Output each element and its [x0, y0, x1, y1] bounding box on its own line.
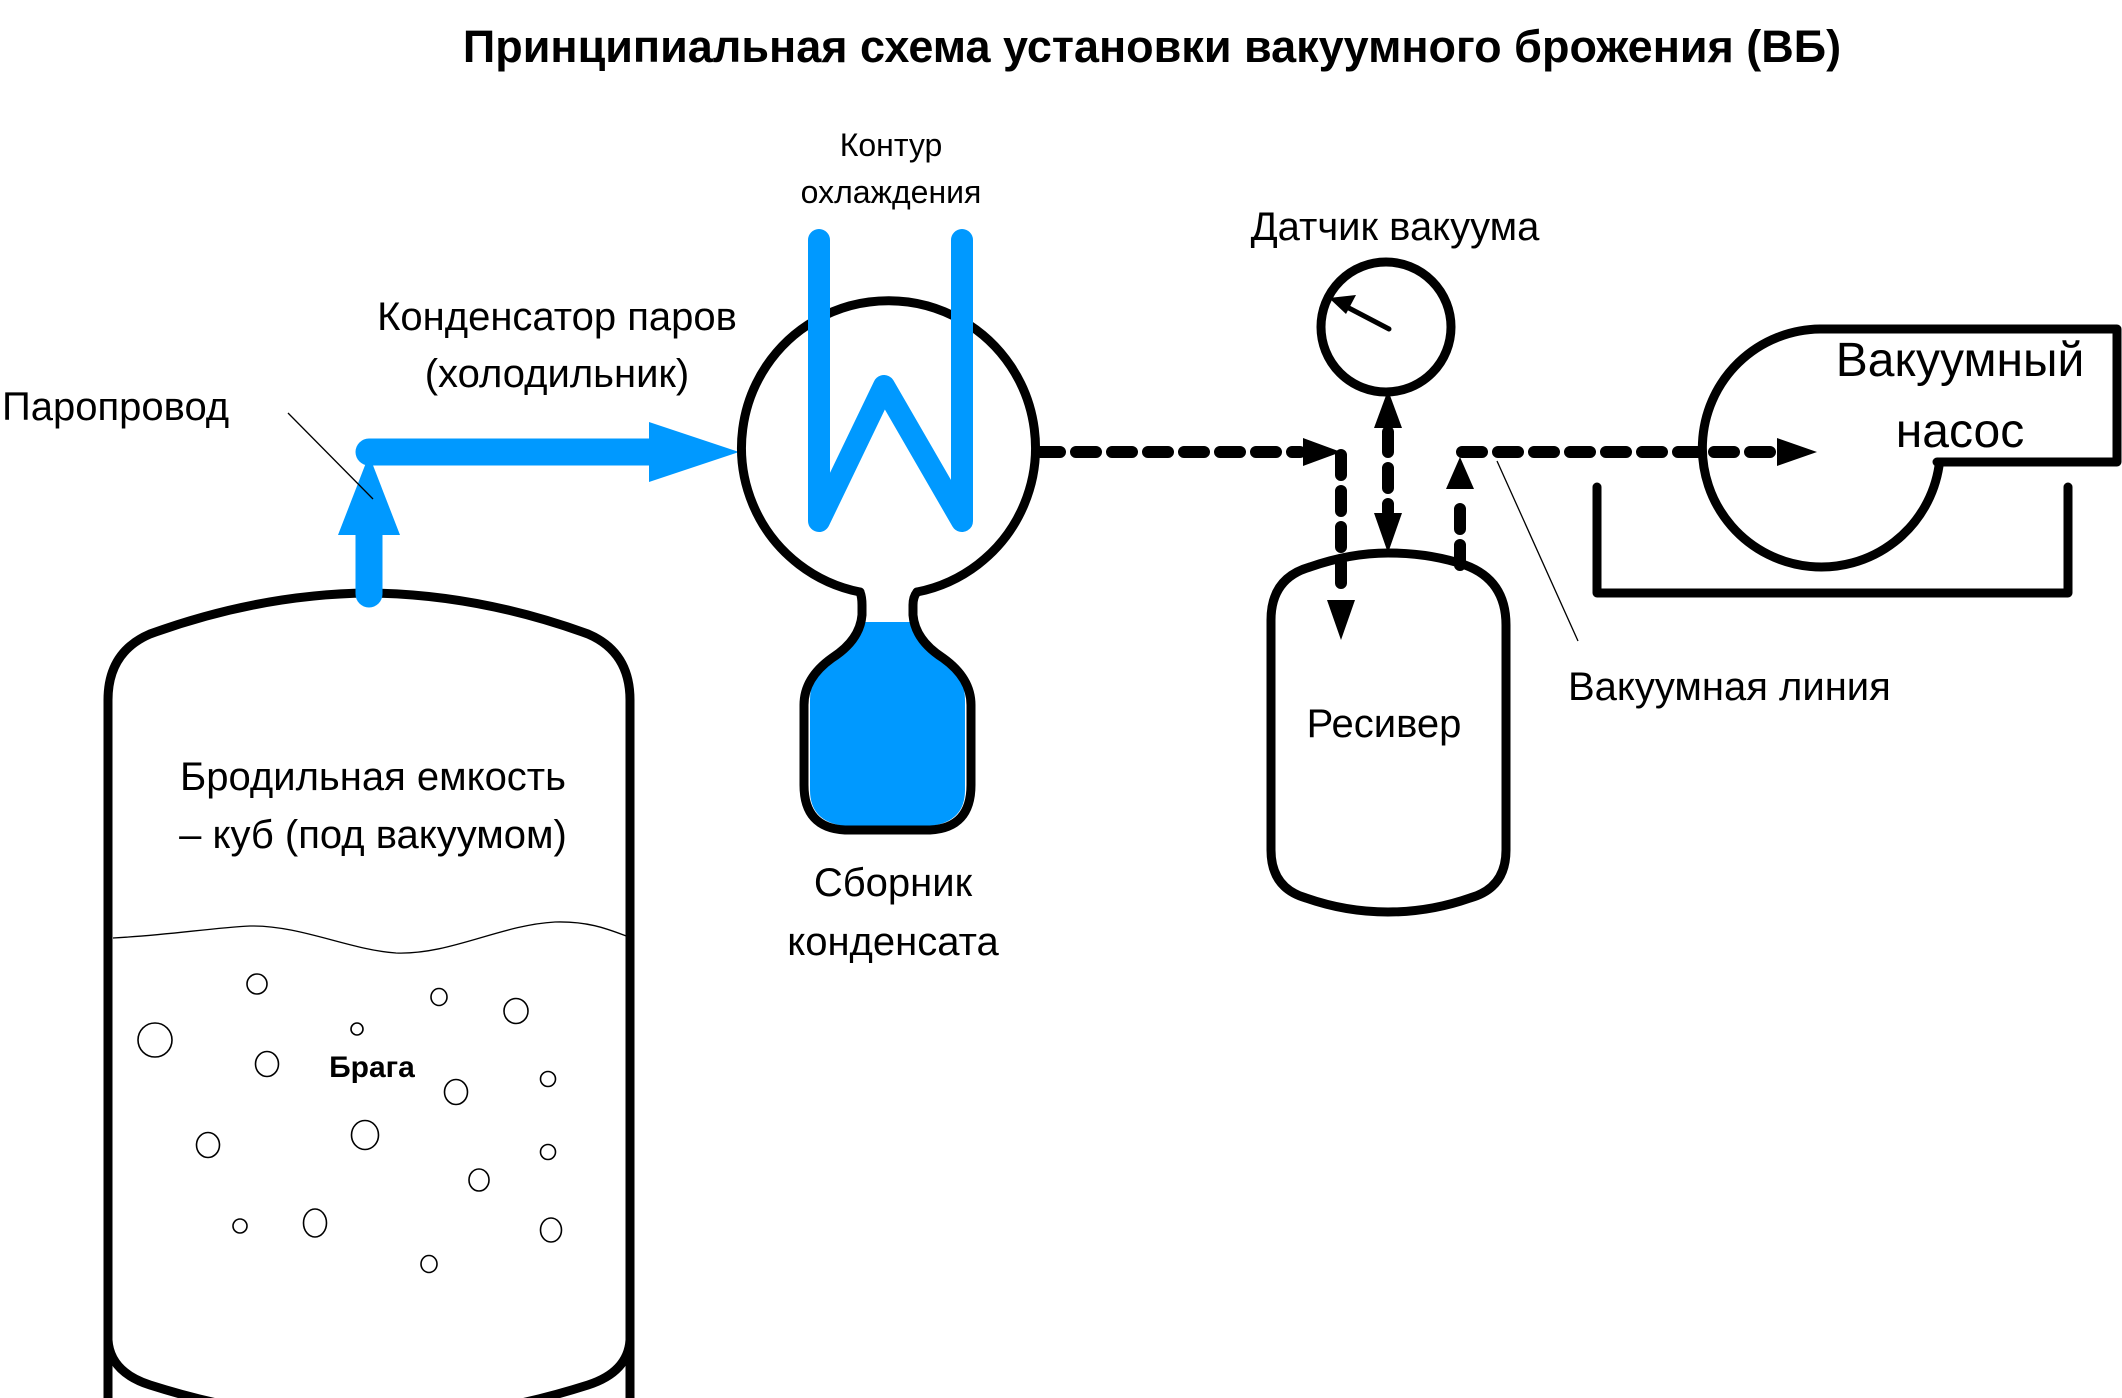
vapor-line-label: Паропровод [2, 385, 229, 429]
bubble [302, 1208, 328, 1238]
gauge-needle [1342, 303, 1392, 332]
vacuum-pump: Вакуумный насос [1592, 324, 2122, 598]
arrow-down-icon [1327, 600, 1355, 640]
arrow-down-icon [1374, 513, 1402, 553]
condenser-label-line2: (холодильник) [425, 352, 690, 396]
vacuum-line-label: Вакуумная линия [1568, 665, 1891, 709]
vapor-arrow-right-icon [649, 422, 739, 482]
receiver: Ресивер [1266, 548, 1511, 917]
bubble [350, 1022, 364, 1036]
pump-housing-outline [1697, 324, 2122, 572]
mash-label: Брага [329, 1051, 415, 1084]
bubble [137, 1022, 173, 1058]
gauge-dial [1316, 257, 1456, 397]
bubble [254, 1050, 280, 1078]
cooling-loop-label-line2: охлаждения [801, 174, 982, 210]
receiver-label: Ресивер [1307, 702, 1462, 746]
vapor-line-leader [287, 412, 374, 500]
receiver-outline [1266, 548, 1511, 917]
fermenter-outline [103, 588, 635, 1398]
condensate-fill [810, 622, 965, 826]
condenser-outline [737, 296, 1040, 597]
cooling-coil [808, 229, 973, 532]
arrow-right-icon [1777, 438, 1817, 466]
fermenter-bottom [103, 1335, 635, 1398]
condenser: Контур охлаждения Конденсатор паров (хол… [377, 127, 1040, 964]
bubble [503, 997, 529, 1025]
bubble [232, 1218, 248, 1234]
bubble [539, 1143, 557, 1161]
condensate-collector-outline [799, 587, 976, 835]
vacuum-gauge: Датчик вакуума [1251, 205, 1541, 397]
fermenter-label-line2: – куб (под вакуумом) [179, 813, 567, 857]
bubble [420, 1254, 438, 1274]
bubble [468, 1168, 490, 1192]
bubble [195, 1131, 221, 1159]
fermenter-tank: Бродильная емкость – куб (под вакуумом) … [103, 588, 635, 1398]
pump-label-line2: насос [1896, 405, 2024, 458]
collector-label-line1: Сборник [814, 861, 973, 905]
vapor-line: Паропровод [2, 385, 739, 608]
bubble [350, 1119, 380, 1151]
fermenter-label-line1: Бродильная емкость [180, 755, 566, 799]
cooling-loop-label-line1: Контур [840, 127, 943, 163]
vacuum-line-leader [1496, 460, 1579, 642]
bubble [539, 1070, 557, 1088]
vacuum-line: Вакуумная линия [1034, 390, 1891, 709]
gauge-needle-tip-icon [1329, 295, 1356, 314]
diagram-title: Принципиальная схема установки вакуумног… [463, 21, 1841, 72]
bubble [539, 1217, 563, 1243]
condenser-label-line1: Конденсатор паров [377, 295, 737, 339]
bubble [443, 1078, 469, 1106]
arrow-up-icon [1374, 390, 1402, 428]
pump-label-line1: Вакуумный [1836, 334, 2085, 387]
pump-base [1592, 482, 2073, 598]
liquid-surface-line [112, 921, 630, 954]
bubble [246, 973, 268, 995]
collector-label-line2: конденсата [787, 920, 999, 964]
vacuum-gauge-label: Датчик вакуума [1251, 205, 1541, 249]
mash-bubbles [137, 973, 563, 1274]
arrow-right-icon [1303, 438, 1341, 466]
bubble [430, 987, 448, 1007]
arrow-up-icon [1446, 457, 1474, 489]
